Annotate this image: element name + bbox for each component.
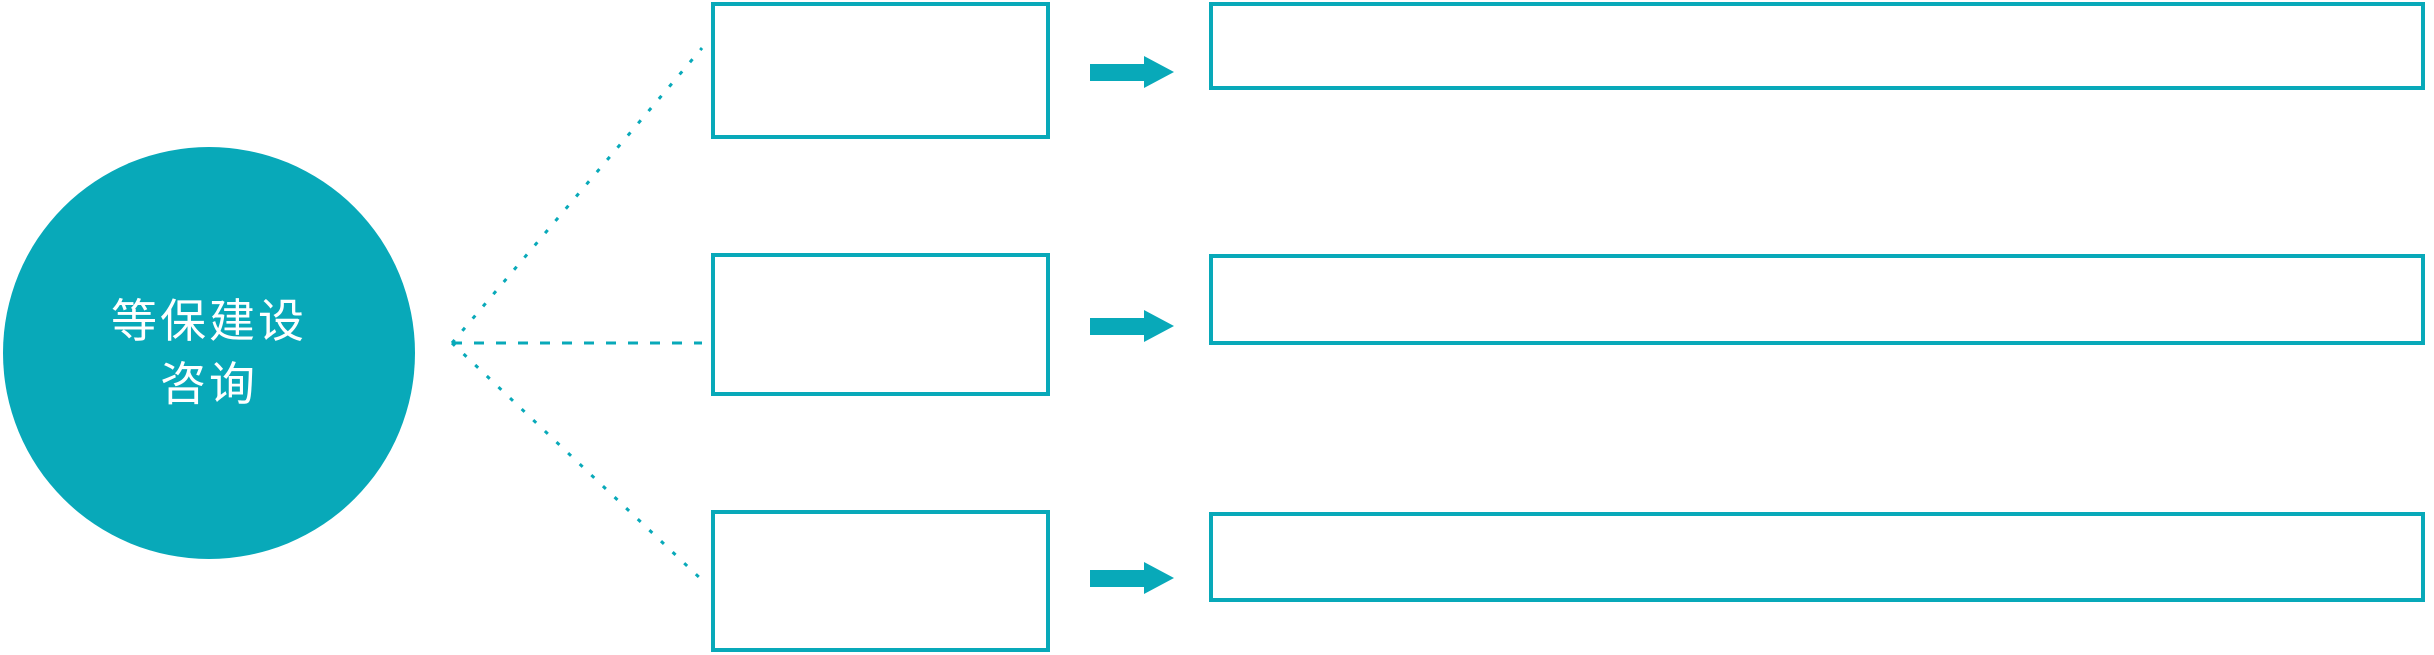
arrow-shaft — [1090, 318, 1146, 335]
hub-title-line-2: 咨询 — [160, 358, 258, 410]
connector-branch-3 — [450, 341, 704, 582]
arrow-shaft — [1090, 570, 1146, 587]
detail-box-3[interactable] — [1209, 512, 2425, 602]
arrow-head — [1144, 562, 1174, 594]
hub-circle: 等保建设 咨询 — [3, 147, 415, 559]
arrow-shaft — [1090, 64, 1146, 81]
arrow-right-icon-2 — [1090, 310, 1174, 342]
arrow-head — [1144, 310, 1174, 342]
stage-box-2[interactable] — [711, 253, 1050, 396]
detail-box-1[interactable] — [1209, 2, 2425, 90]
arrow-right-icon-1 — [1090, 56, 1174, 88]
stage-box-1[interactable] — [711, 2, 1050, 139]
arrow-head — [1144, 56, 1174, 88]
connector-branch-1 — [450, 47, 704, 344]
hub-title-line-1: 等保建设 — [111, 294, 307, 347]
detail-box-2[interactable] — [1209, 254, 2425, 345]
arrow-right-icon-3 — [1090, 562, 1174, 594]
stage-box-3[interactable] — [711, 510, 1050, 652]
